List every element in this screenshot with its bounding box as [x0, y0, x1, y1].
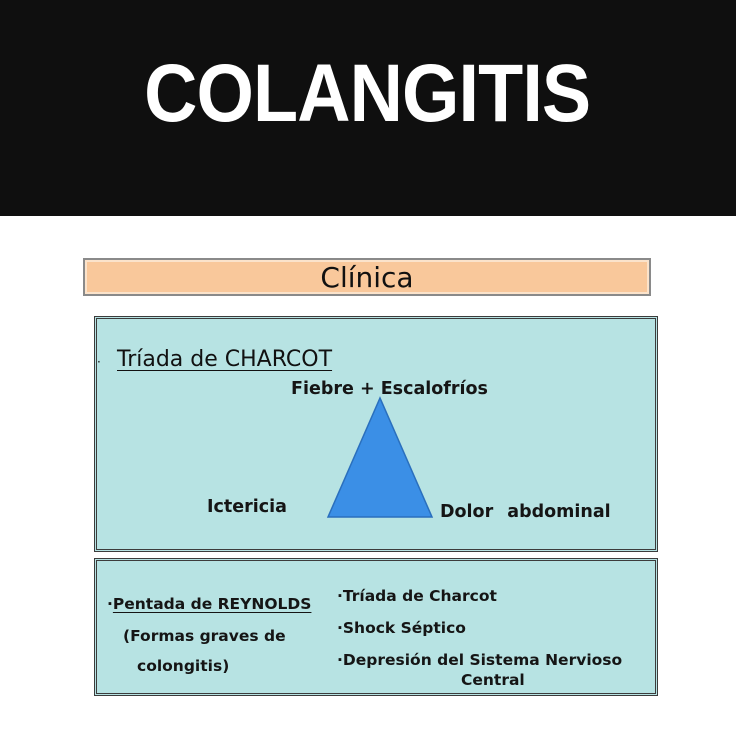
- page-title: COLANGITIS: [144, 48, 591, 139]
- charcot-panel: · Tríada de CHARCOT Fiebre + Escalofríos…: [94, 316, 658, 552]
- triad-triangle: [326, 396, 434, 518]
- section-title-bar: Clínica: [83, 258, 651, 296]
- reynolds-item-charcot: ·Tríada de Charcot: [337, 587, 497, 605]
- header-banner: COLANGITIS: [0, 0, 736, 216]
- reynolds-title: ·Pentada de REYNOLDS: [107, 595, 311, 613]
- triangle-shape: [326, 396, 434, 518]
- reynolds-panel: ·Pentada de REYNOLDS (Formas graves de c…: [94, 558, 658, 696]
- bullet: ·: [97, 355, 101, 369]
- reynolds-item-depresion-cont: Central: [461, 671, 525, 689]
- reynolds-item-depresion: ·Depresión del Sistema Nervioso: [337, 651, 623, 669]
- reynolds-item-shock: ·Shock Séptico: [337, 619, 466, 637]
- reynolds-title-text: Pentada de REYNOLDS: [112, 595, 312, 613]
- triad-left-label: Ictericia: [207, 497, 287, 517]
- section-title: Clínica: [320, 261, 414, 294]
- triad-top-label: Fiebre + Escalofríos: [291, 379, 488, 399]
- triad-right-label: Dolor abdominal: [440, 502, 611, 522]
- reynolds-bullet: ·: [107, 595, 113, 613]
- reynolds-note-line-1: (Formas graves de: [123, 627, 286, 645]
- reynolds-note-line-2: colongitis): [137, 657, 230, 675]
- charcot-title: Tríada de CHARCOT: [117, 347, 333, 372]
